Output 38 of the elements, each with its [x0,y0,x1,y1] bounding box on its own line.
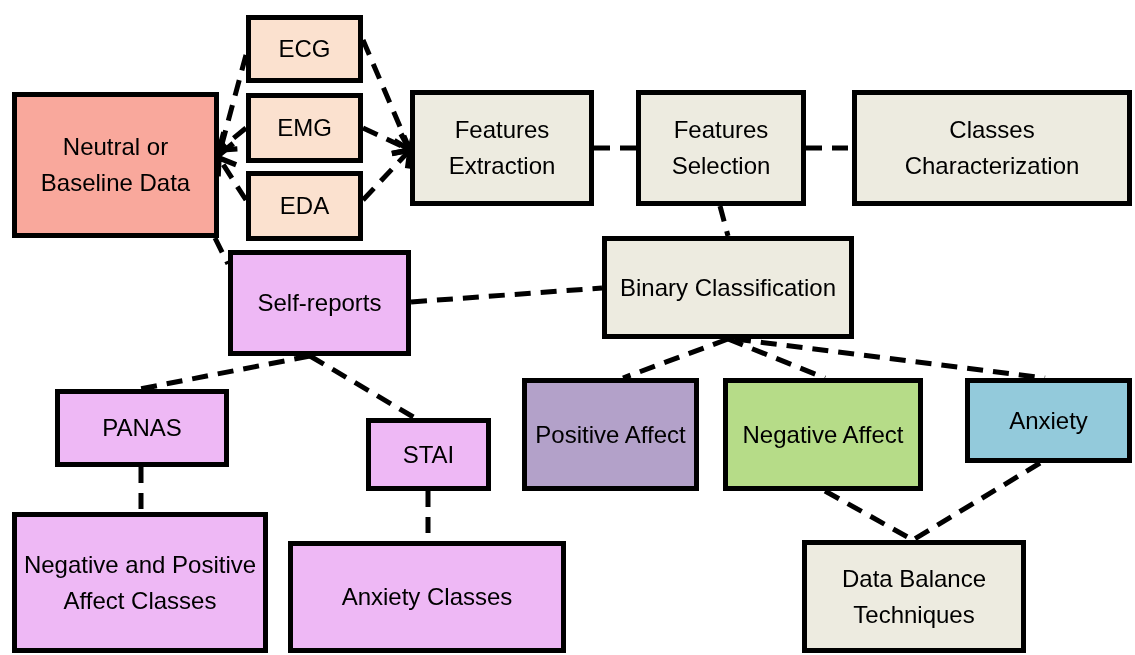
box-label: Self-reports [257,288,382,318]
process-box [602,236,854,339]
box-label: PANAS [102,413,182,443]
process-box [55,389,229,467]
box-label: Binary Classification [619,272,837,303]
dashed-connector [717,205,731,237]
process-box [228,250,411,356]
process-box [723,378,923,491]
box-label: Classes Characterization [903,115,1081,181]
box-label: EDA [279,191,330,221]
process-box [636,90,806,206]
dashed-connector [594,145,636,151]
box-label: Neutral or Baseline Data [39,132,192,198]
box-label: Anxiety [1009,405,1088,436]
process-box [246,171,363,241]
process-box [12,512,268,653]
box-label: Positive Affect [535,419,686,450]
box-label: ECG [278,34,331,64]
process-box [965,378,1132,463]
box-label: Features Selection [670,115,772,181]
process-box [852,90,1132,206]
process-box [522,378,699,491]
box-label: STAI [402,439,455,470]
dashed-connector [138,467,144,512]
process-box [366,418,491,491]
process-box [246,15,363,83]
box-label: EMG [277,113,332,143]
process-box [802,540,1026,653]
box-label: Features Extraction [447,115,557,181]
process-box [246,93,363,163]
process-box [410,90,594,206]
box-label: Anxiety Classes [341,582,513,612]
process-box [288,541,566,653]
box-label: Data Balance Techniques [840,563,988,630]
dashed-connector [410,285,603,305]
box-label: Negative and Positive Affect Classes [23,549,257,616]
process-box [12,92,219,238]
box-label: Negative Affect [742,419,904,450]
